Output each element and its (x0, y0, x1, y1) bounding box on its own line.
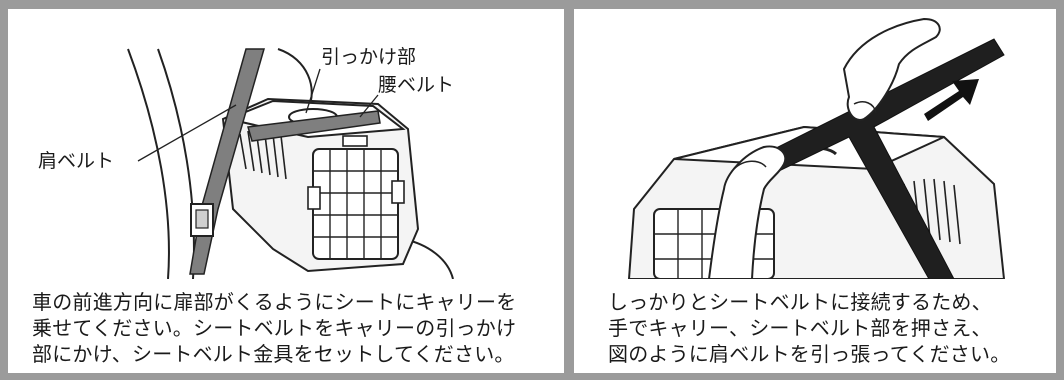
label-shoulder-belt: 肩ベルト (38, 150, 114, 172)
caption-line: 乗せてください。シートベルトをキャリーの引っかけ (32, 316, 517, 340)
carrier-seat-drawing: 引っかけ部 腰ベルト 肩ベルト (38, 46, 454, 279)
caption-line: 車の前進方向に扉部がくるようにシートにキャリーを (32, 290, 517, 314)
pull-belt-drawing (627, 17, 1006, 279)
caption-line: 手でキャリー、シートベルト部を押さえ、 (608, 316, 992, 340)
caption-line: 図のように肩ベルトを引っ張ってください。 (608, 342, 1011, 366)
caption-line: 部にかけ、シートベルト金具をセットしてください。 (32, 342, 515, 366)
carrier-on-seat-illustration: 引っかけ部 腰ベルト 肩ベルト (8, 9, 564, 279)
step-caption-right: しっかりとシートベルトに接続するため、 手でキャリー、シートベルト部を押さえ、 … (608, 289, 1044, 367)
pull-belt-illustration (574, 9, 1056, 279)
step-panel-left: 引っかけ部 腰ベルト 肩ベルト 車の前進方向に扉部がくるようにシートにキャリーを… (8, 9, 564, 373)
label-lap-belt: 腰ベルト (378, 74, 454, 96)
label-hook-part: 引っかけ部 (321, 46, 416, 68)
step-panel-right: しっかりとシートベルトに接続するため、 手でキャリー、シートベルト部を押さえ、 … (574, 9, 1056, 373)
caption-line: しっかりとシートベルトに接続するため、 (608, 290, 992, 314)
step-caption-left: 車の前進方向に扉部がくるようにシートにキャリーを 乗せてください。シートベルトを… (32, 289, 552, 367)
